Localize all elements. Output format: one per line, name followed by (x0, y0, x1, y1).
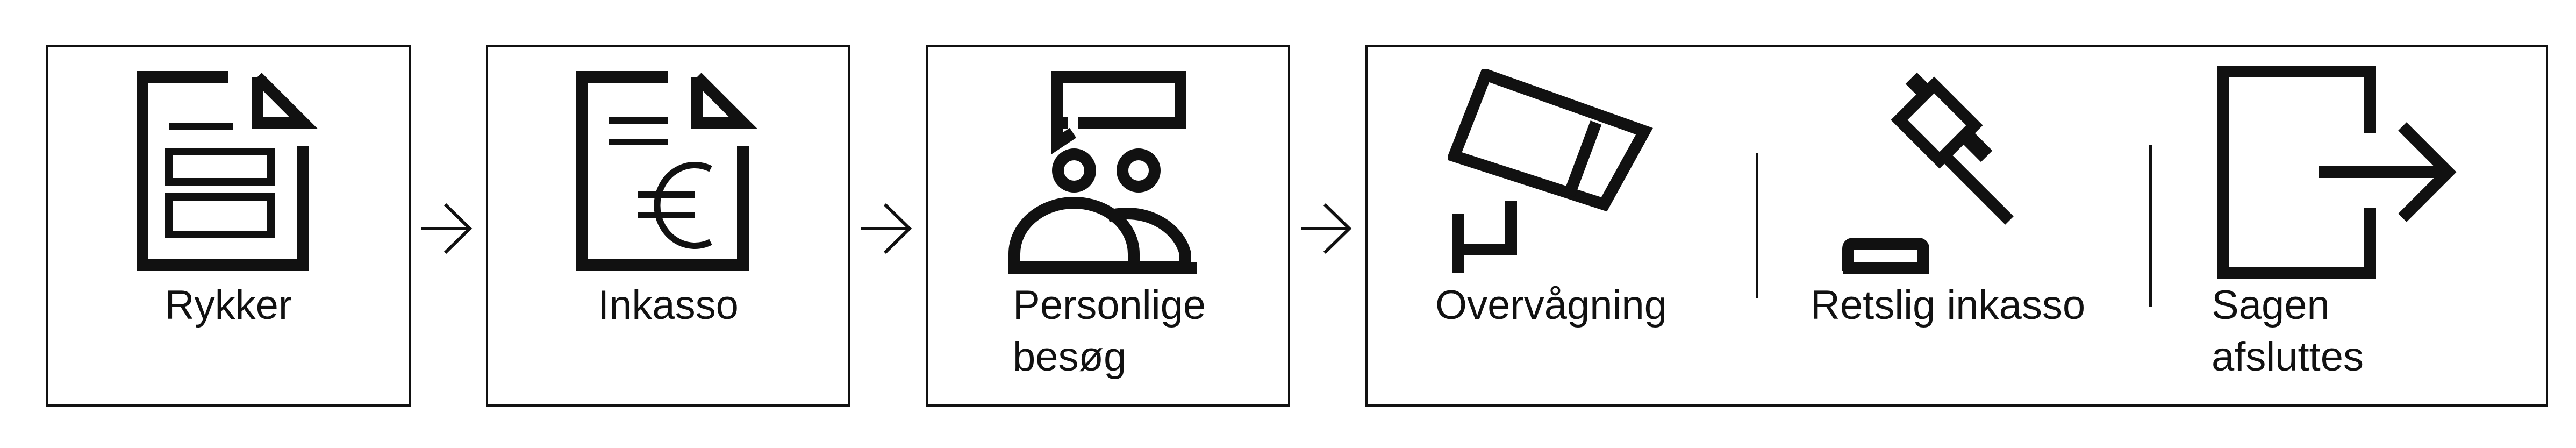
group-divider (1756, 153, 1758, 298)
exit-icon (2217, 66, 2457, 279)
arrow-right-icon (861, 203, 912, 254)
step-box-inkasso: Inkasso (486, 45, 850, 407)
step-label: Retslig inkasso (1811, 282, 2086, 328)
step-label: Inkasso (598, 282, 739, 328)
gavel-icon (1842, 72, 2014, 274)
step-box-personlige-besog: Personlige besøg (926, 45, 1290, 407)
step-label: Sagen afsluttes (2212, 282, 2364, 380)
group-divider (2149, 145, 2152, 307)
people-conversation-icon (1008, 71, 1197, 274)
arrow-right-icon (421, 203, 473, 254)
step-label: Overvågning (1435, 282, 1667, 328)
final-group-box: Overvågning Retslig inkasso Sagen afslut… (1365, 45, 2548, 407)
arrow-right-icon (1301, 203, 1352, 254)
reminder-document-icon (137, 71, 318, 271)
step-label: Personlige besøg (1013, 282, 1206, 380)
surveillance-camera-icon (1448, 69, 1653, 273)
step-label: Rykker (164, 282, 292, 328)
step-box-rykker: Rykker (46, 45, 411, 407)
euro-document-icon (576, 71, 757, 271)
